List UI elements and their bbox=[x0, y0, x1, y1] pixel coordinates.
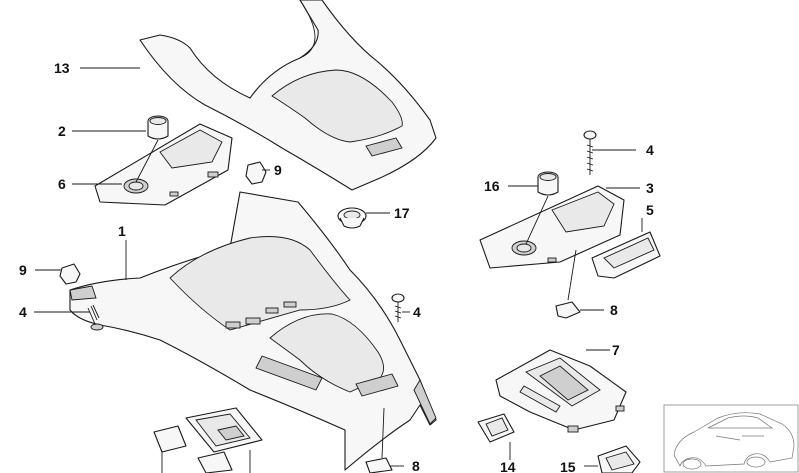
callout-7: 7 bbox=[612, 342, 620, 358]
callout-16: 16 bbox=[484, 178, 500, 194]
callout-14: 14 bbox=[500, 459, 516, 473]
callout-4-center: 4 bbox=[413, 304, 421, 320]
leader-lines bbox=[34, 67, 643, 473]
callout-3: 3 bbox=[646, 180, 654, 196]
part-7-shift-cover bbox=[495, 349, 627, 433]
callout-17: 17 bbox=[394, 205, 410, 221]
part-2-lighter bbox=[147, 115, 169, 140]
part-3-tray bbox=[479, 185, 625, 269]
part-8-clip-bottom bbox=[365, 407, 393, 473]
part-5-box-insert bbox=[591, 231, 661, 279]
callout-6: 6 bbox=[58, 176, 66, 192]
callout-9-left: 9 bbox=[19, 262, 27, 278]
callout-8-right: 8 bbox=[610, 302, 618, 318]
callout-labels: 13 2 6 9 17 1 9 4 4 4 16 3 5 8 7 8 14 15 bbox=[19, 60, 654, 473]
callout-2: 2 bbox=[58, 123, 66, 139]
part-4-screw-left bbox=[87, 304, 104, 331]
part-4-screw-center bbox=[391, 293, 405, 322]
callout-8-bottom: 8 bbox=[412, 458, 420, 473]
part-17-grommet bbox=[337, 207, 367, 229]
callout-9-upper: 9 bbox=[274, 162, 282, 178]
callout-1: 1 bbox=[118, 223, 126, 239]
part-14-button bbox=[477, 413, 515, 443]
part-15-housing bbox=[597, 445, 641, 473]
callout-4-left: 4 bbox=[19, 304, 27, 320]
callout-5: 5 bbox=[646, 202, 654, 218]
switch-panel-lower bbox=[153, 407, 263, 473]
part-13-upper-trim bbox=[139, 0, 437, 191]
part-4-screw-right bbox=[583, 130, 597, 175]
callout-4-right: 4 bbox=[646, 142, 654, 158]
part-1-center-console bbox=[69, 191, 437, 471]
car-silhouette-icon bbox=[663, 404, 799, 473]
part-8-clip-right bbox=[555, 249, 581, 319]
callout-13: 13 bbox=[54, 60, 70, 76]
part-9-clip-upper bbox=[245, 161, 267, 185]
part-6-ashtray-holder bbox=[94, 123, 233, 206]
callout-15: 15 bbox=[560, 459, 576, 473]
part-16-lighter bbox=[537, 171, 559, 196]
part-9-clip-left bbox=[59, 263, 81, 285]
